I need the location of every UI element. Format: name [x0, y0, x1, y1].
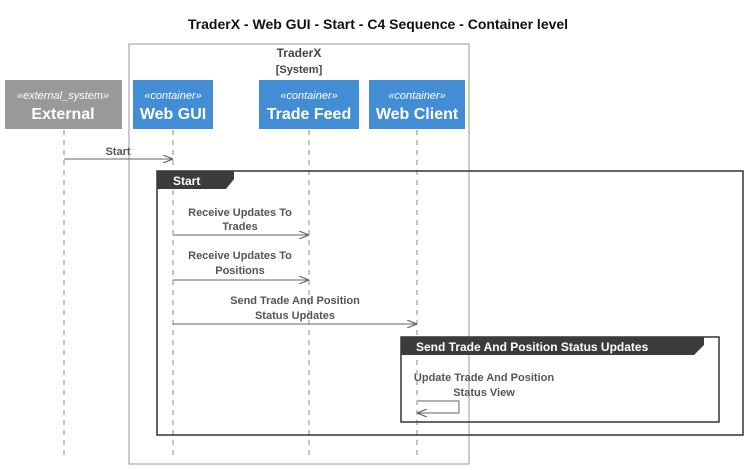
participant-external[interactable]: «external_system» External [5, 80, 122, 129]
participant-stereotype: «container» [144, 90, 202, 102]
message-label-line1: Send Trade And Position [230, 295, 360, 307]
group-label: Send Trade And Position Status Updates [416, 340, 649, 354]
message-label-start: Start [105, 146, 130, 158]
self-message-arrow [418, 400, 460, 413]
message-label-line2: Trades [222, 221, 257, 233]
participant-trade-feed[interactable]: «container» Trade Feed [259, 80, 359, 129]
group-header [401, 337, 704, 355]
participant-web-gui[interactable]: «container» Web GUI [133, 80, 213, 129]
group-start: Start [156, 170, 744, 436]
participant-box [133, 80, 213, 129]
participant-name: Web GUI [140, 106, 206, 123]
message-label-line2: Status View [453, 387, 515, 399]
diagram-title: TraderX - Web GUI - Start - C4 Sequence … [188, 16, 568, 32]
participant-name: Trade Feed [267, 106, 351, 123]
participant-box [259, 80, 359, 129]
system-boundary [128, 43, 470, 465]
participant-name: Web Client [376, 106, 459, 123]
group-send-status-updates: Send Trade And Position Status Updates [400, 336, 720, 423]
boundary-name: TraderX [277, 46, 322, 60]
participant-stereotype: «container» [280, 90, 338, 102]
group-frame [156, 170, 744, 436]
participant-stereotype: «external_system» [17, 90, 109, 102]
group-label: Start [173, 174, 200, 188]
message-label-line2: Status Updates [255, 310, 335, 322]
participant-box [5, 80, 122, 129]
participant-box [369, 80, 465, 129]
boundary-type: [System] [276, 64, 323, 76]
lifelines [63, 130, 418, 458]
participant-stereotype: «container» [388, 90, 446, 102]
message-label-line1: Receive Updates To [188, 250, 292, 262]
message-label-line1: Update Trade And Position [414, 372, 554, 384]
message-label-line1: Receive Updates To [188, 207, 292, 219]
participant-web-client[interactable]: «container» Web Client [369, 80, 465, 129]
participant-name: External [31, 106, 94, 123]
group-header [157, 171, 234, 189]
message-label-line2: Positions [215, 265, 265, 277]
